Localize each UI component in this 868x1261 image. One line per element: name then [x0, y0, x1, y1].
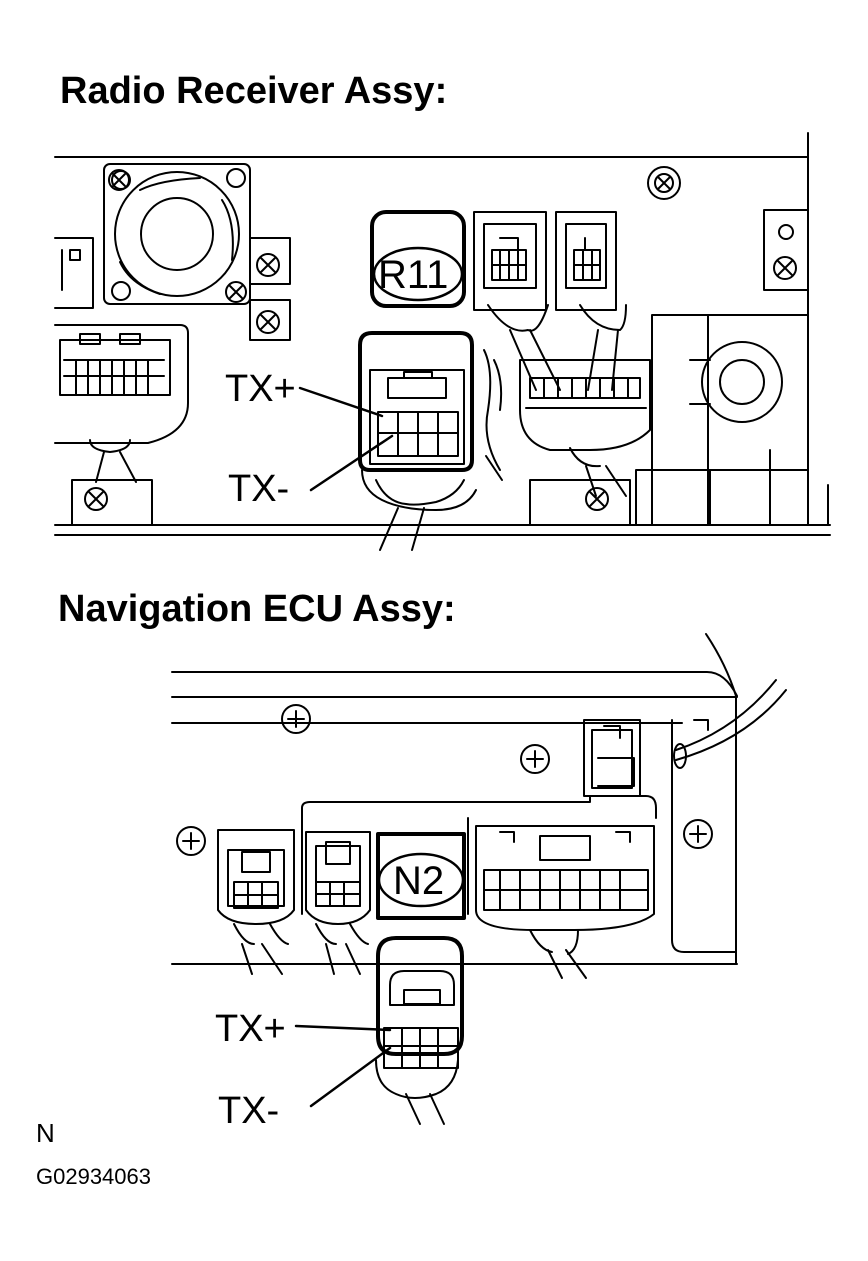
fan-icon [103, 163, 291, 341]
r11-connector [370, 210, 466, 308]
radio-connector-code: R11 [378, 253, 449, 297]
nav-title: Navigation ECU Assy: [58, 588, 456, 630]
radio-tx-minus-label: TX- [228, 468, 290, 510]
screw-plus-icon [176, 704, 713, 856]
radio-tx-plus-label: TX+ [225, 368, 296, 410]
radio-title: Radio Receiver Assy: [60, 70, 448, 112]
navigation-ecu-unit [171, 633, 787, 1125]
footer-mark: N [36, 1118, 55, 1148]
nav-tx-plus-label: TX+ [215, 1008, 286, 1050]
nav-connector-code: N2 [393, 859, 445, 903]
nav-tx-connector [375, 936, 464, 1125]
nav-tx-minus-label: TX- [218, 1090, 280, 1132]
radio-receiver-unit [54, 132, 831, 551]
radio-tx-connector [358, 331, 503, 551]
figure-id: G02934063 [36, 1164, 151, 1189]
screw-cross-icon [84, 166, 797, 511]
